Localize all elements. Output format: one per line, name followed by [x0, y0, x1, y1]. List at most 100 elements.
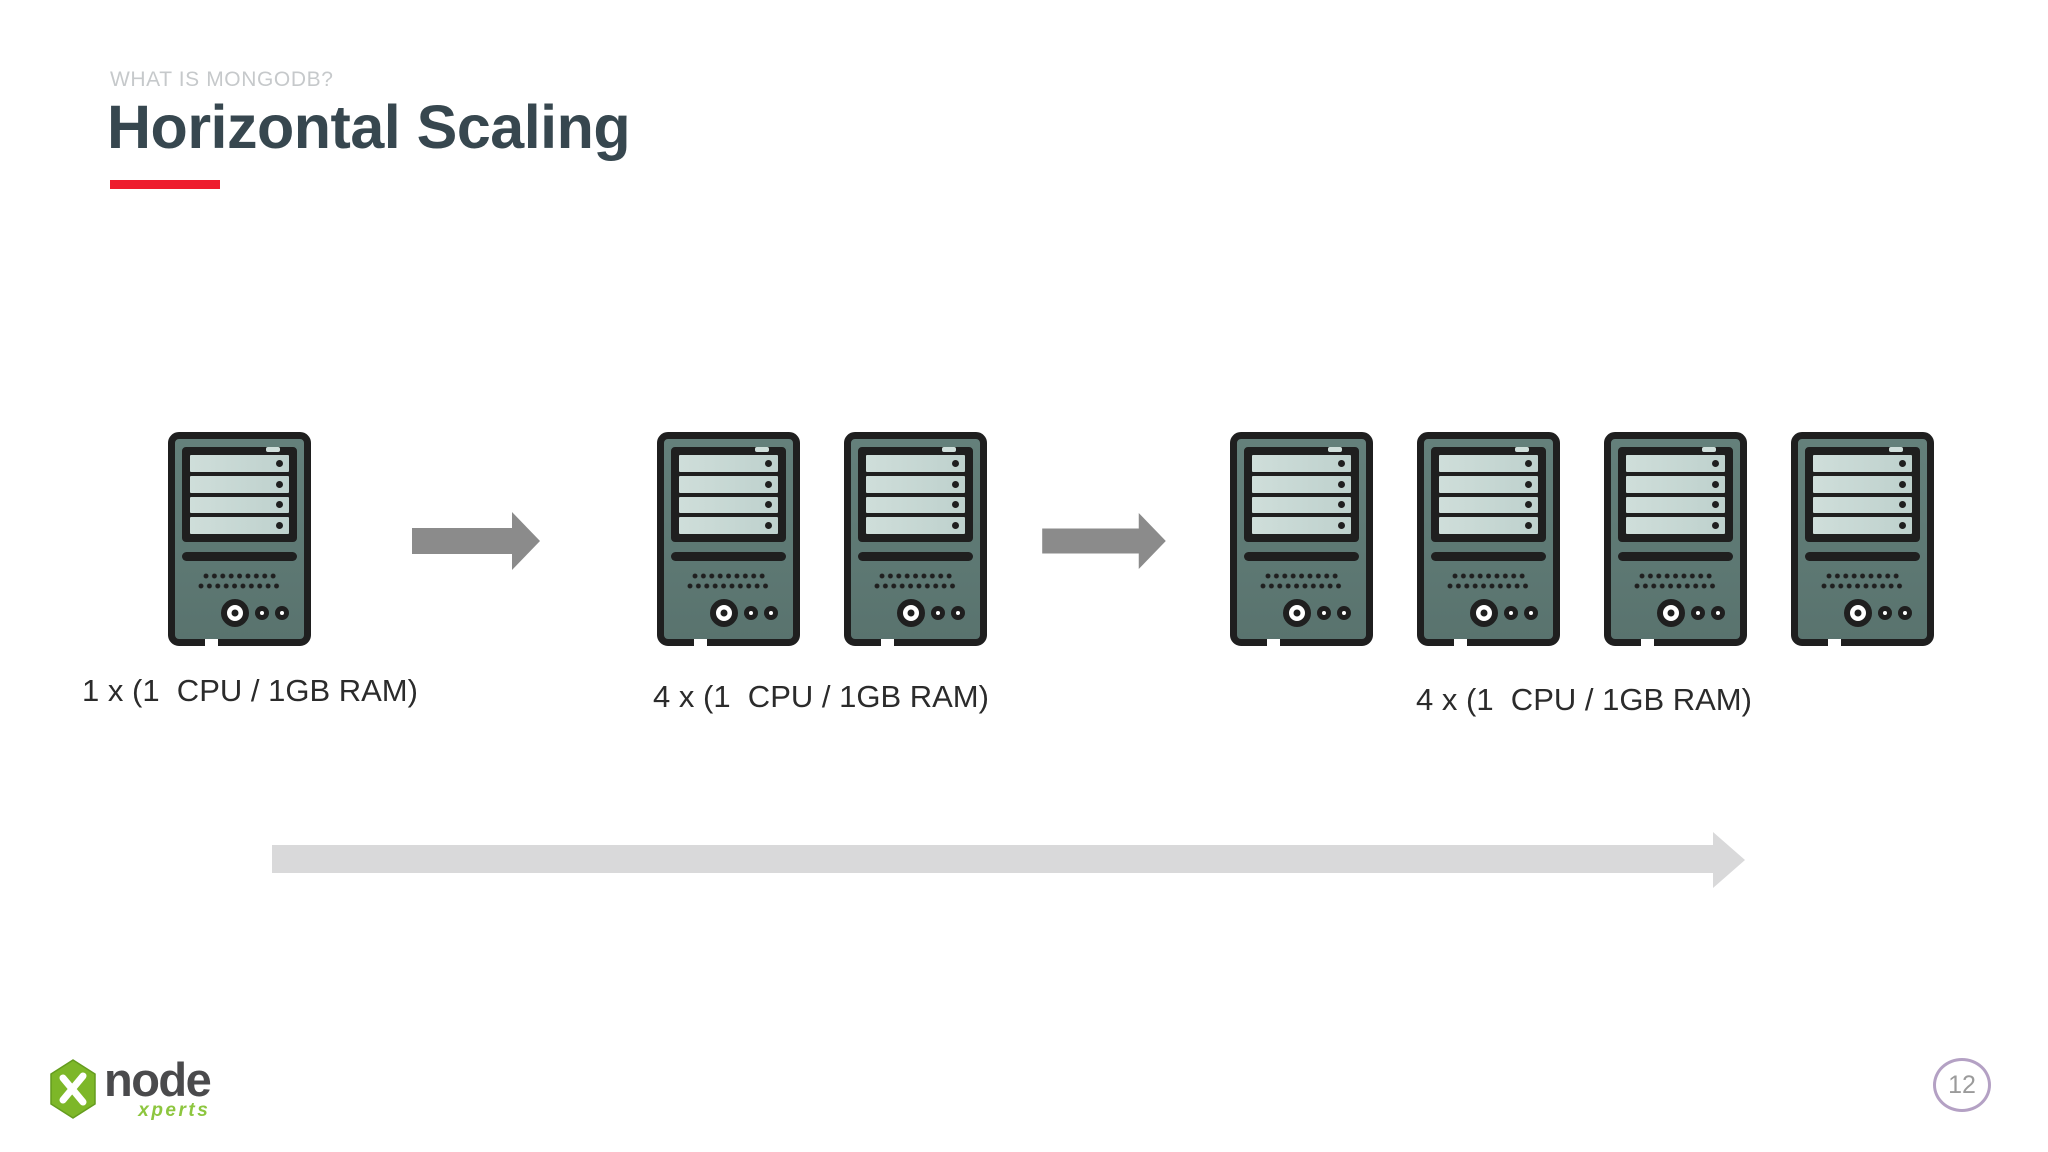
aux-button-icon [1711, 606, 1725, 620]
bay-led-dot [1712, 459, 1719, 467]
drive-bay [190, 496, 289, 514]
bay-led-dot [276, 522, 283, 530]
front-controls [1283, 599, 1366, 627]
server-tower-icon [657, 432, 800, 646]
drive-bay [679, 496, 778, 514]
foot-notch [1267, 639, 1280, 646]
bay-led-dot [952, 522, 959, 530]
drive-bay [866, 517, 965, 534]
bay-led-dot [1899, 459, 1906, 467]
timeline-arrow-icon [272, 832, 1745, 888]
server-tower-icon [1417, 432, 1560, 646]
aux-button-icon [1524, 606, 1538, 620]
drive-bay [190, 517, 289, 534]
server-spec-label: 1 x (1 CPU / 1GB RAM) [82, 673, 418, 708]
drive-bay-panel [858, 447, 973, 542]
foot-notch [1828, 639, 1841, 646]
nodexperts-logo: node xperts [50, 1053, 212, 1122]
bay-led-dot [952, 501, 959, 509]
disc-slot [1805, 552, 1920, 561]
front-controls [710, 599, 793, 627]
bay-led-dot [1712, 501, 1719, 509]
foot-notch [694, 639, 707, 646]
server-spec-label: 4 x (1 CPU / 1GB RAM) [1416, 682, 1752, 717]
logo-name: node [104, 1053, 212, 1106]
logo-hexagon-icon [50, 1059, 96, 1119]
drive-bay-panel [1431, 447, 1546, 542]
bay-led-dot [952, 480, 959, 488]
bay-led-dot [1899, 501, 1906, 509]
drive-bay [1439, 496, 1538, 514]
vent-holes [201, 572, 278, 580]
logo-suffix: xperts [138, 1100, 211, 1122]
server-group-single [168, 432, 311, 646]
vent-holes [877, 572, 954, 580]
vent-holes [1263, 572, 1340, 580]
bay-led-dot [1899, 522, 1906, 530]
drive-bay [1626, 496, 1725, 514]
page-number: 12 [1948, 1070, 1976, 1099]
drive-bay [1813, 517, 1912, 534]
power-button-icon [1283, 599, 1311, 627]
drive-bay [866, 455, 965, 472]
drive-bay-panel [671, 447, 786, 542]
drive-bay [679, 455, 778, 472]
front-controls [221, 599, 304, 627]
drive-bay [1252, 496, 1351, 514]
bay-led-dot [276, 459, 283, 467]
server-tower-icon [168, 432, 311, 646]
aux-button-icon [255, 606, 269, 620]
drive-bay-panel [182, 447, 297, 542]
vent-holes [1637, 572, 1714, 580]
drive-bay [1813, 455, 1912, 472]
bay-led-dot [1525, 522, 1532, 530]
slide-kicker: WHAT IS MONGODB? [110, 68, 334, 91]
bay-led-dot [765, 459, 772, 467]
drive-bay [1439, 475, 1538, 493]
vent-holes [873, 582, 958, 590]
vent-holes [1446, 582, 1531, 590]
drive-bay [1252, 475, 1351, 493]
drive-bay [866, 496, 965, 514]
front-controls [1657, 599, 1740, 627]
bay-led-dot [765, 522, 772, 530]
scale-step-arrow-icon [1042, 513, 1166, 569]
vent-holes [1824, 572, 1901, 580]
drive-bay-panel [1618, 447, 1733, 542]
bay-led-dot [1712, 522, 1719, 530]
vent-holes [1259, 582, 1344, 590]
foot-notch [1641, 639, 1654, 646]
power-button-icon [1844, 599, 1872, 627]
aux-button-icon [931, 606, 945, 620]
drive-bay [1439, 455, 1538, 472]
scale-step-arrow-icon [412, 512, 540, 570]
aux-button-icon [1898, 606, 1912, 620]
power-button-icon [1470, 599, 1498, 627]
vent-holes [1820, 582, 1905, 590]
bay-led-dot [1525, 480, 1532, 488]
foot-notch [881, 639, 894, 646]
server-tower-icon [1791, 432, 1934, 646]
bay-led-dot [276, 501, 283, 509]
bay-led-dot [765, 480, 772, 488]
vent-holes [1633, 582, 1718, 590]
drive-bay [1439, 517, 1538, 534]
aux-button-icon [744, 606, 758, 620]
drive-bay [679, 475, 778, 493]
vent-holes [1450, 572, 1527, 580]
power-button-icon [1657, 599, 1685, 627]
server-tower-icon [1230, 432, 1373, 646]
drive-bay-panel [1244, 447, 1359, 542]
front-controls [897, 599, 980, 627]
disc-slot [1244, 552, 1359, 561]
vent-holes [686, 582, 771, 590]
logo-wordmark: node xperts [104, 1053, 212, 1122]
drive-bay [866, 475, 965, 493]
slide-title: Horizontal Scaling [107, 93, 631, 161]
drive-bay-panel [1805, 447, 1920, 542]
bay-led-dot [1338, 459, 1345, 467]
aux-button-icon [1878, 606, 1892, 620]
bay-led-dot [1338, 501, 1345, 509]
page-number-badge: 12 [1933, 1058, 1991, 1112]
